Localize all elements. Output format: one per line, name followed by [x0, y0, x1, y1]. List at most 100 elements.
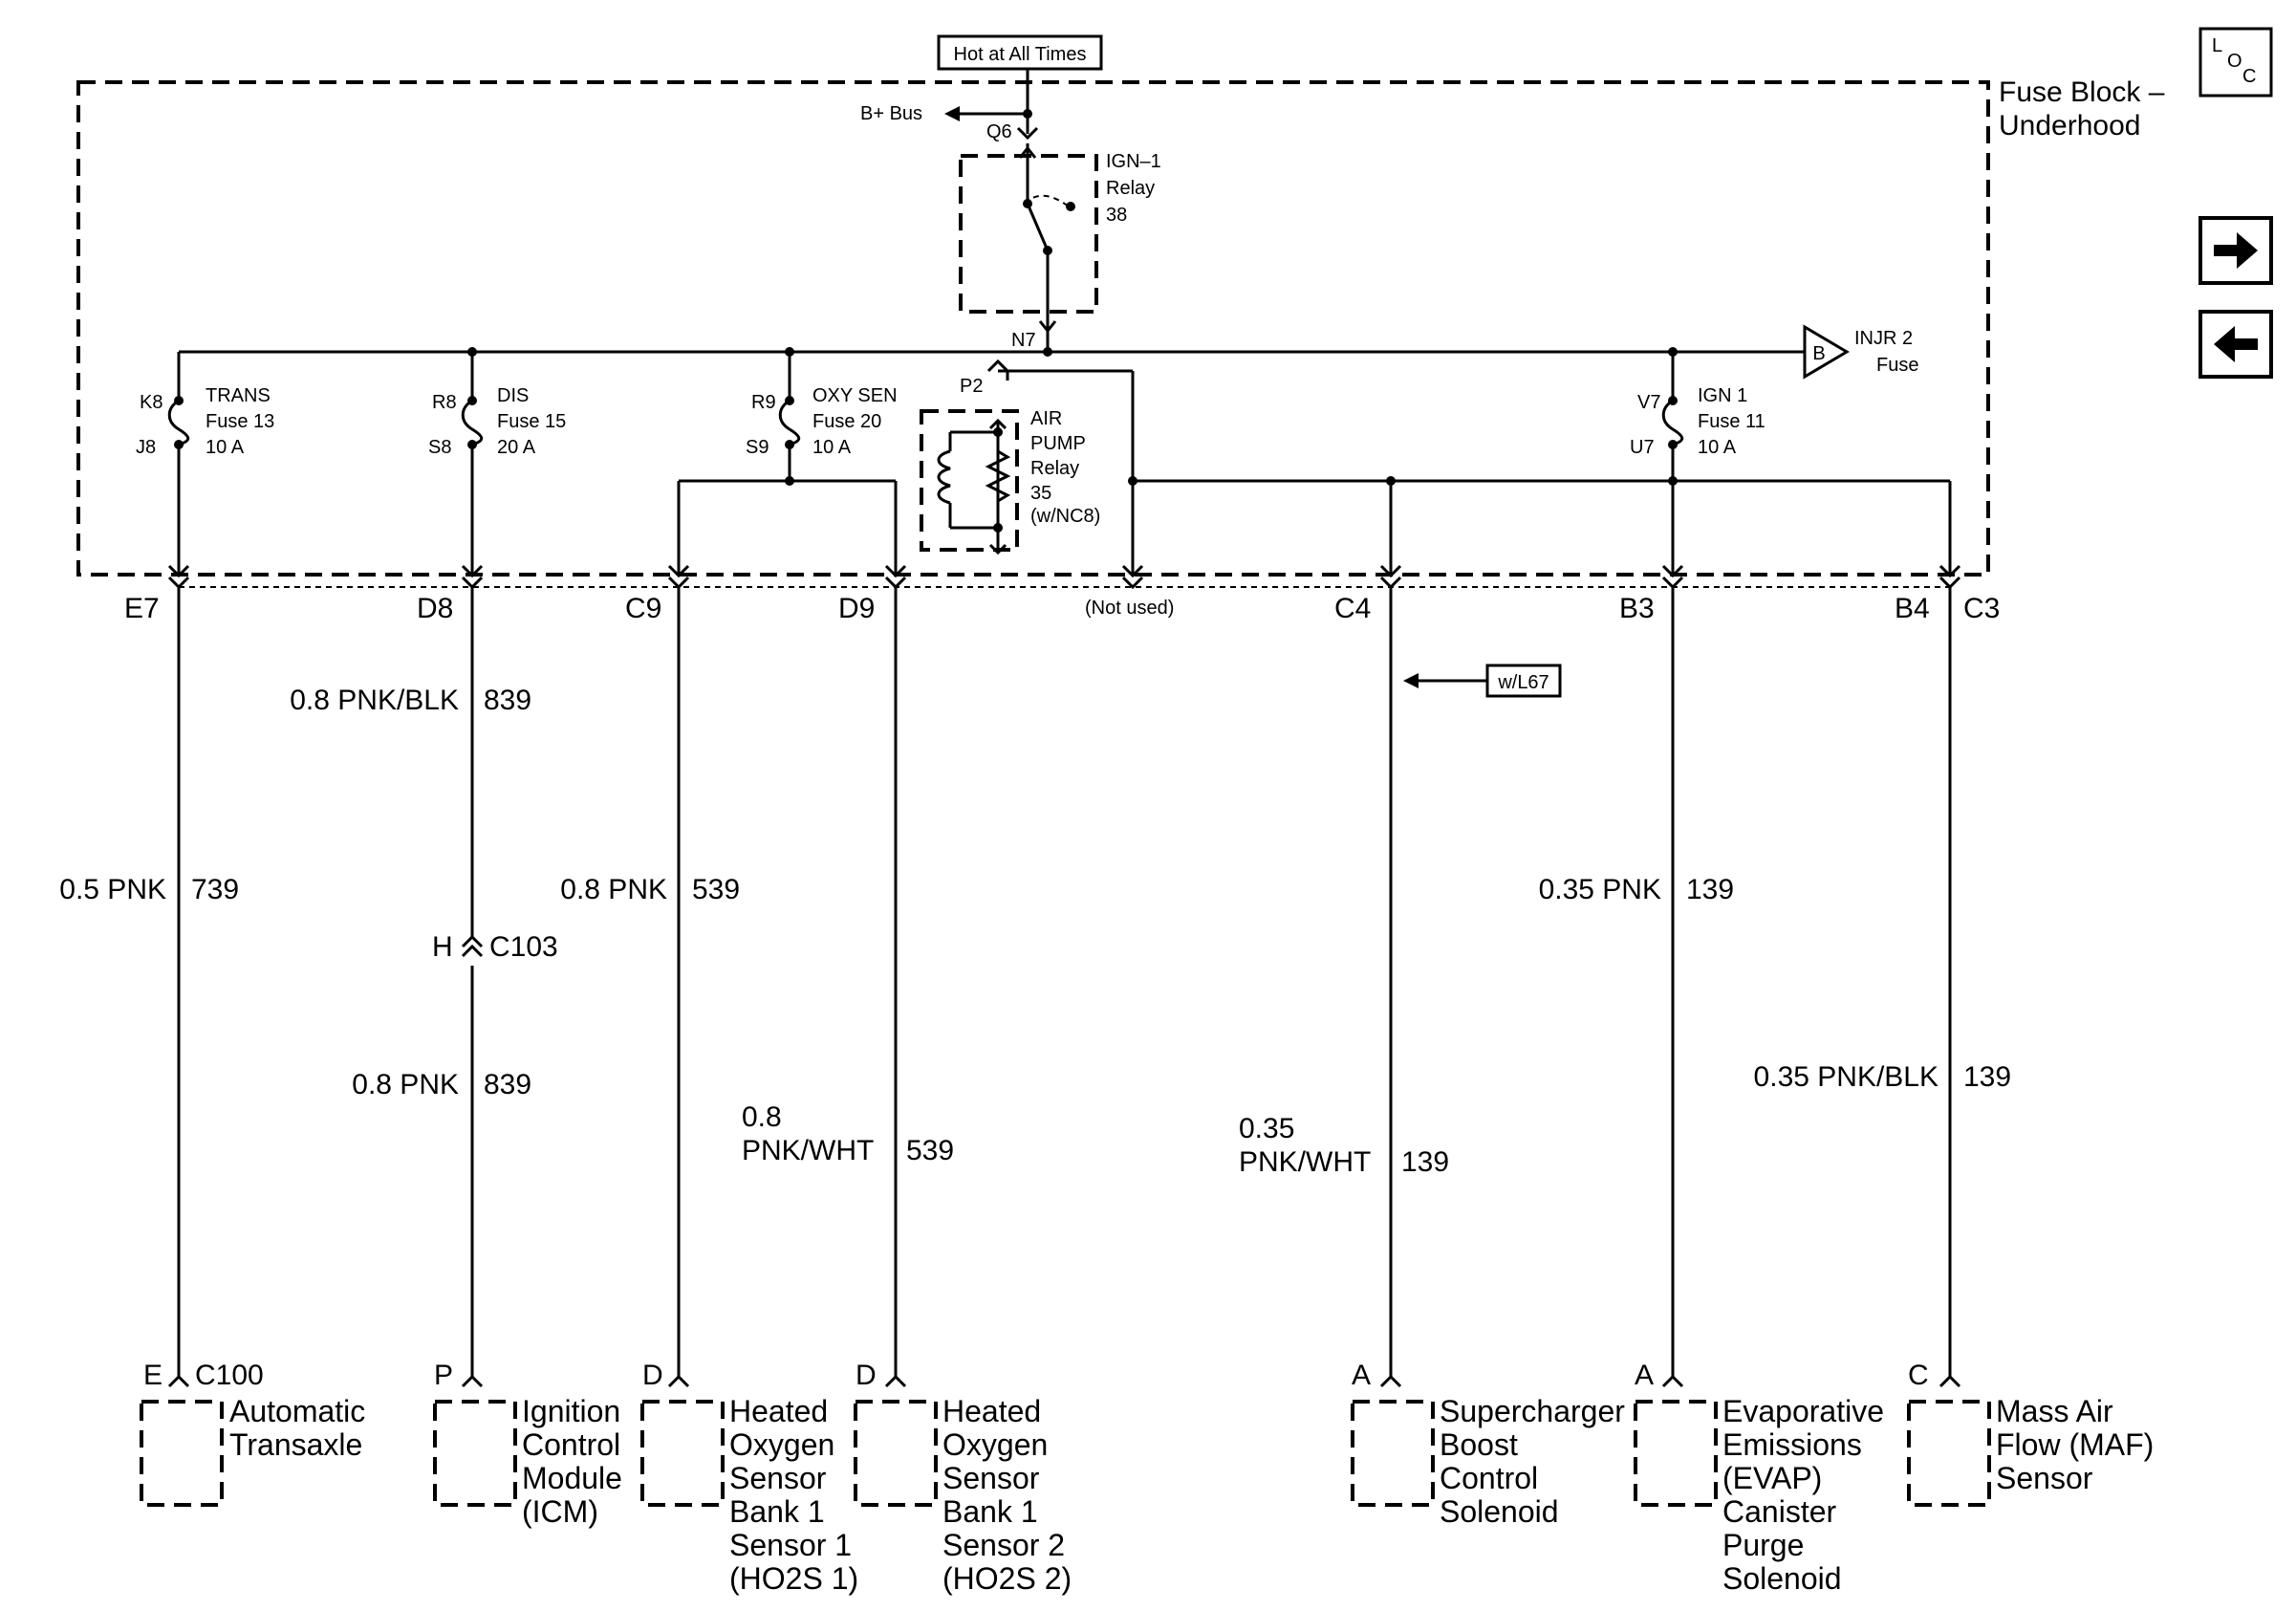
c103-pin: H: [432, 931, 453, 963]
component-pin: D: [642, 1360, 663, 1391]
fuse-dis-name: DIS: [497, 385, 529, 406]
loc-l: L: [2212, 35, 2222, 56]
component-pin: C: [1908, 1360, 1929, 1391]
terminal-c9: C9: [625, 593, 661, 624]
terminal-c4: C4: [1334, 593, 1371, 624]
wire-label-gauge-539-a: 0.8 PNK: [560, 874, 667, 905]
component-label-2: Oxygen: [942, 1427, 1048, 1462]
injr2-letter: B: [1812, 343, 1825, 364]
wire-label-gauge-739: 0.5 PNK: [59, 874, 166, 905]
fuse-oxy-name: OXY SEN: [812, 385, 898, 406]
fuse-block-connector: E7 D8 C9 D9 (Not used) C4 B3 B4 C3: [124, 576, 2000, 624]
component-evap-purge-solenoid: A Evaporative Emissions (EVAP) Canister …: [1634, 1360, 1884, 1596]
fuse-block-outline: [76, 80, 1990, 577]
fuse-oxy-rating: 10 A: [812, 437, 852, 458]
component-label-2: Emissions: [1722, 1427, 1862, 1462]
wire-label-gauge-839-upper: 0.8 PNK/BLK: [290, 685, 459, 716]
fuse-trans-number: Fuse 13: [206, 411, 274, 432]
wire-label-circuit-139-a: 139: [1401, 1146, 1449, 1178]
fuse-ign1-bottom-pin: U7: [1630, 437, 1655, 458]
terminal-not-used: (Not used): [1085, 598, 1174, 619]
ign1-relay: IGN–1 Relay 38 N7: [959, 143, 1161, 351]
terminal-d8: D8: [417, 593, 453, 624]
air-pump-relay: P2 AIR PUMP Relay 35 (w/NC8): [920, 359, 1961, 578]
component-label-2: Transaxle: [229, 1427, 362, 1462]
component-label-2: Flow (MAF): [1996, 1427, 2154, 1462]
component-label-4: Canister: [1722, 1494, 1837, 1529]
component-box: [1907, 1400, 1991, 1507]
option-l67-label: w/L67: [1497, 672, 1549, 693]
wire-label-circuit-539-b: 539: [906, 1135, 954, 1166]
air-pump-line-2: PUMP: [1030, 433, 1086, 454]
wire-label-circuit-739: 739: [191, 874, 239, 905]
fuse-ign1: V7 U7 IGN 1 Fuse 11 10 A: [1630, 352, 1765, 578]
terminal-b3: B3: [1619, 593, 1655, 624]
hot-at-all-times-box: [937, 34, 1103, 71]
wire-label-gauge-139-c: 0.35 PNK/BLK: [1754, 1061, 1939, 1093]
loc-button-frame: [2199, 27, 2273, 98]
component-box: [433, 1400, 517, 1507]
wire-label-gauge-139-a-1: 0.35: [1239, 1113, 1294, 1144]
relay-ign-line-1: IGN–1: [1106, 151, 1161, 172]
loc-button[interactable]: L O C: [2199, 27, 2273, 98]
component-label-1: Automatic: [229, 1394, 365, 1428]
air-pump-relay-box: [920, 409, 1019, 552]
air-pump-line-3: Relay: [1030, 458, 1079, 479]
next-page-button[interactable]: [2199, 216, 2273, 285]
fuse-dis: R8 S8 DIS Fuse 15 20 A: [428, 352, 566, 578]
relay-coil-icon: [937, 449, 951, 505]
component-label-1: Mass Air: [1996, 1394, 2113, 1428]
loc-o: O: [2227, 51, 2242, 72]
loc-c: C: [2242, 66, 2256, 87]
fuse-dis-top-pin: R8: [432, 392, 457, 413]
air-pump-line-4: 35: [1030, 483, 1051, 504]
wire-label-gauge-539-b-2: PNK/WHT: [742, 1135, 874, 1166]
relay-contact-switch: [1026, 203, 1050, 251]
fuse-trans: K8 J8 TRANS Fuse 13 10 A: [136, 352, 274, 578]
component-box: [1351, 1400, 1435, 1507]
injr2-label-1: INJR 2: [1854, 328, 1913, 349]
component-label-4: Bank 1: [729, 1494, 825, 1529]
component-label-6: (HO2S 1): [729, 1561, 858, 1596]
fuse-oxy-number: Fuse 20: [812, 411, 881, 432]
component-label-3: Module: [522, 1461, 622, 1495]
component-pin: A: [1635, 1360, 1654, 1391]
component-label-3: Sensor: [942, 1461, 1040, 1495]
prev-page-button[interactable]: [2199, 310, 2273, 379]
component-supercharger-solenoid: A Supercharger Boost Control Solenoid: [1351, 1360, 1625, 1529]
bus-pin-q6: Q6: [986, 121, 1012, 142]
fuse-trans-name: TRANS: [206, 385, 271, 406]
terminal-c3: C3: [1963, 593, 2000, 624]
component-label-3: (EVAP): [1722, 1461, 1822, 1495]
fuse-oxy-bottom-pin: S9: [746, 437, 769, 458]
component-box: [140, 1400, 224, 1507]
terminal-e7: E7: [124, 593, 160, 624]
wire-label-gauge-139-b: 0.35 PNK: [1539, 874, 1661, 905]
component-pin: A: [1352, 1360, 1371, 1391]
injr2-offpage-connector: [1803, 324, 1850, 380]
c103-name: C103: [489, 931, 558, 963]
wire-label-circuit-539-a: 539: [692, 874, 740, 905]
relay-ign-line-3: 38: [1106, 205, 1127, 226]
fuse-ign1-number: Fuse 11: [1698, 411, 1765, 432]
fuse-oxy-sen: R9 S9 OXY SEN Fuse 20 10 A: [667, 352, 907, 578]
fuse-block-title-1: Fuse Block –: [1999, 76, 2165, 108]
component-label-4: (ICM): [522, 1494, 598, 1529]
component-label-1: Evaporative: [1722, 1394, 1884, 1428]
relay-resistor-icon: [985, 449, 1011, 503]
right-arrow-icon: [2214, 232, 2258, 269]
injr2-label-2: Fuse: [1876, 355, 1918, 376]
component-label-1: Supercharger: [1440, 1394, 1625, 1428]
component-label-4: Bank 1: [942, 1494, 1038, 1529]
component-label-5: Sensor 1: [729, 1528, 852, 1562]
component-automatic-transaxle: E C100 Automatic Transaxle: [140, 1360, 365, 1507]
fuse-block-title-2: Underhood: [1999, 110, 2140, 142]
component-label-1: Heated: [729, 1394, 828, 1428]
component-box: [640, 1400, 725, 1507]
option-l67-box: [1485, 664, 1562, 698]
fuse-trans-rating: 10 A: [206, 437, 245, 458]
terminal-d9: D9: [838, 593, 875, 624]
component-maf-sensor: C Mass Air Flow (MAF) Sensor: [1907, 1360, 2154, 1507]
component-ho2s-2: D Heated Oxygen Sensor Bank 1 Sensor 2 (…: [854, 1360, 1072, 1596]
